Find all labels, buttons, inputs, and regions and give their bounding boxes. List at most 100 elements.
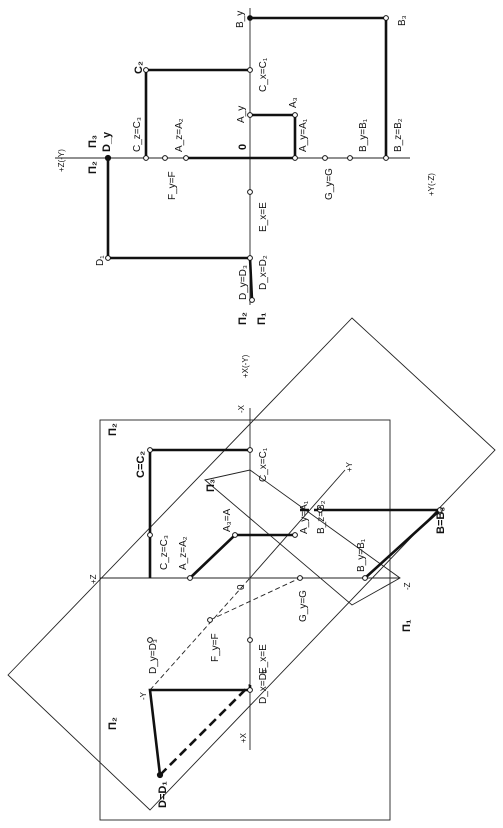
point-by-b1 bbox=[347, 155, 353, 161]
plane-label-p2-bottom: Π₂ bbox=[237, 312, 249, 325]
edge-c-projection bbox=[144, 68, 250, 158]
point-dx-d2 bbox=[247, 687, 253, 693]
point-by-b1 bbox=[362, 575, 368, 581]
label-cz-c3: C_z=C₃ bbox=[159, 535, 170, 570]
edge-b-pictorial bbox=[320, 508, 444, 579]
point-az-a2 bbox=[187, 575, 193, 581]
point-dy-d3 bbox=[249, 297, 255, 303]
label-d1: D₁ bbox=[95, 255, 106, 266]
point-by bbox=[247, 15, 253, 21]
point-cz-c3 bbox=[147, 532, 153, 538]
axis-label-pos-y: +Y bbox=[345, 461, 354, 472]
point-ex-e bbox=[247, 637, 253, 643]
label-a3: A₃ bbox=[288, 97, 299, 108]
edge-d-pictorial bbox=[148, 685, 252, 776]
label-az-a2: A_z=A₂ bbox=[174, 118, 185, 152]
point-bz-b2 bbox=[317, 507, 323, 513]
label-ay: A_y bbox=[236, 106, 247, 123]
point-d-d1 bbox=[156, 771, 164, 779]
label-d-d1: D=D₁ bbox=[157, 781, 169, 808]
point-a3 bbox=[292, 112, 298, 118]
axis-label-neg-y: -Y bbox=[139, 691, 148, 700]
edge-a-pictorial bbox=[189, 533, 295, 579]
pictorial-diagram: -X +Y +Z -Y +X -Z 0 Π₂ Π₃ Π₂ Π₁ C=C₂ C_x… bbox=[7, 317, 496, 821]
label-b3: B₃ bbox=[397, 15, 408, 26]
axis-label-neg-x: -X bbox=[237, 404, 246, 413]
label-dy: D_y bbox=[101, 131, 113, 152]
label-cz-c3: C_z=C₃ bbox=[132, 117, 143, 152]
label-fy-f: F_y=F bbox=[167, 171, 178, 200]
label-c2: C₂ bbox=[133, 61, 145, 74]
axis-y-pos bbox=[249, 469, 346, 579]
point-cx-c1 bbox=[247, 447, 253, 453]
label-dy-d3: D_y=D₃ bbox=[238, 265, 249, 300]
plane-label-p3: Π₃ bbox=[205, 479, 217, 492]
point-ex-e bbox=[247, 189, 253, 195]
plane-label-p1: Π₁ bbox=[401, 619, 413, 632]
edge-f-g-dashed bbox=[209, 577, 301, 621]
label-ex-e: E_x=E bbox=[258, 202, 269, 232]
label-by: B_y bbox=[235, 11, 246, 28]
label-cx-c1: C_x=C₁ bbox=[258, 447, 269, 482]
axis-label-x-neg-y: +X(-Y) bbox=[241, 354, 250, 378]
edge-a-projection bbox=[250, 113, 297, 158]
label-by-b1: B_y=B₁ bbox=[358, 118, 369, 152]
label-dx-d2: D_x=D₂ bbox=[258, 255, 269, 290]
plane-p2-frame bbox=[99, 419, 391, 821]
label-bz-b2: B_z=B₂ bbox=[393, 118, 404, 152]
point-ay-a1 bbox=[292, 155, 298, 161]
label-cx-c1: C_x=C₁ bbox=[258, 57, 269, 92]
point-cz-c3 bbox=[143, 155, 149, 161]
axis-label-y-neg-z: +Y(-Z) bbox=[427, 173, 436, 196]
point-ay bbox=[247, 112, 253, 118]
axis-label-z-neg-y: +Z(-Y) bbox=[57, 149, 66, 172]
axis-label-neg-z: -Z bbox=[403, 582, 412, 590]
point-fy-f bbox=[162, 155, 168, 161]
label-a3-a: A₃=A bbox=[222, 508, 233, 532]
label-ay-a1: A_y=A₁ bbox=[299, 500, 310, 534]
label-ay-a1: A_y=A₁ bbox=[298, 118, 309, 152]
edge-d3-projection bbox=[248, 257, 254, 301]
label-fy-f: F_y=F bbox=[210, 633, 221, 662]
point-dy bbox=[104, 154, 112, 162]
label-c-c2: C=C₂ bbox=[135, 451, 147, 478]
point-fy-f bbox=[207, 617, 213, 623]
plane-label-p2-left: Π₂ bbox=[107, 717, 119, 730]
label-by-b1: B_y=B₁ bbox=[356, 538, 367, 572]
plane-label-p1: Π₁ bbox=[256, 312, 268, 325]
label-b-b3: B=B₃ bbox=[435, 507, 447, 534]
label-dy-d3: D_y=D₃ bbox=[148, 639, 159, 674]
point-ay-a1 bbox=[292, 532, 298, 538]
plane-p1-parallelogram bbox=[7, 317, 496, 811]
point-c-c2 bbox=[147, 447, 153, 453]
point-d1 bbox=[105, 255, 111, 261]
point-dy-d3 bbox=[147, 637, 153, 643]
axis-y-neg-dashed bbox=[149, 577, 251, 691]
label-ex-e: E_x=E bbox=[258, 644, 269, 674]
origin-label-3d: 0 bbox=[236, 584, 247, 590]
point-cx-c1 bbox=[247, 67, 253, 73]
plane-label-p3: Π₃ bbox=[87, 135, 99, 148]
edge-d-dashed bbox=[159, 684, 251, 776]
edge-d-projection bbox=[106, 158, 250, 260]
point-dx-d2 bbox=[247, 255, 253, 261]
label-dx-d2: D_x=D₂ bbox=[258, 669, 269, 704]
origin-label: 0 bbox=[237, 144, 249, 150]
label-bz-b2: B_z=B₂ bbox=[316, 500, 327, 534]
plane-label-p2: Π₂ bbox=[87, 161, 99, 174]
axis-label-pos-z: +Z bbox=[89, 574, 98, 584]
projection-diagram: +Z(-Y) +X(-Y) +Y(-Z) 0 Π₂ Π₃ Π₂ Π₁ B_y B… bbox=[55, 8, 436, 378]
point-b-b3 bbox=[437, 507, 443, 513]
point-c2 bbox=[143, 67, 149, 73]
axis-label-pos-x: +X bbox=[239, 732, 248, 743]
label-gy-g: G_y=G bbox=[324, 168, 335, 200]
label-gy-g: G_y=G bbox=[298, 590, 309, 622]
plane-label-p2-top: Π₂ bbox=[107, 423, 119, 436]
label-az-a2: A_z=A₂ bbox=[178, 536, 189, 570]
point-bz-b2 bbox=[383, 155, 389, 161]
point-az-a2 bbox=[183, 155, 189, 161]
point-gy-g bbox=[322, 155, 328, 161]
point-a3-a bbox=[232, 532, 238, 538]
